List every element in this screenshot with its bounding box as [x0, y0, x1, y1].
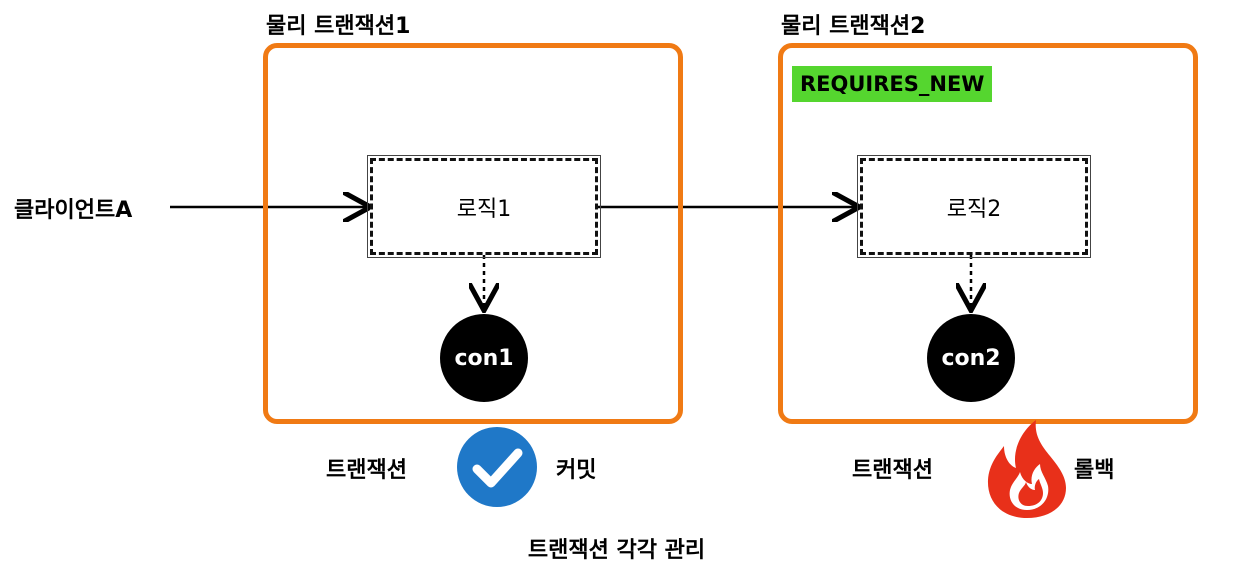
tx2-logic-box: 로직2 [857, 155, 1091, 258]
tx1-logic-label: 로직1 [456, 196, 512, 222]
tx2-logic-label: 로직2 [946, 196, 1002, 222]
client-label: 클라이언트A [14, 198, 133, 223]
tx1-con-label: con1 [454, 345, 514, 371]
tx2-con-label: con2 [941, 345, 1001, 371]
tx2-connection: con2 [927, 314, 1015, 402]
tx1-connection: con1 [440, 314, 528, 402]
tx1-box [263, 43, 683, 424]
tx1-status-prefix: 트랜잭션 [326, 458, 407, 483]
tx2-status-label: 롤백 [1074, 458, 1115, 483]
tx1-status-label: 커밋 [556, 458, 597, 483]
diagram-caption: 트랜잭션 각각 관리 [527, 538, 706, 563]
tx2-title: 물리 트랜잭션2 [781, 14, 926, 39]
fire-icon [982, 418, 1072, 520]
tx1-title: 물리 트랜잭션1 [266, 14, 411, 39]
tx2-propagation-tag: REQUIRES_NEW [792, 66, 993, 102]
tx2-status-prefix: 트랜잭션 [852, 458, 933, 483]
check-circle-icon [456, 426, 538, 508]
tx1-logic-box: 로직1 [367, 155, 601, 258]
tx2-box [778, 43, 1198, 424]
